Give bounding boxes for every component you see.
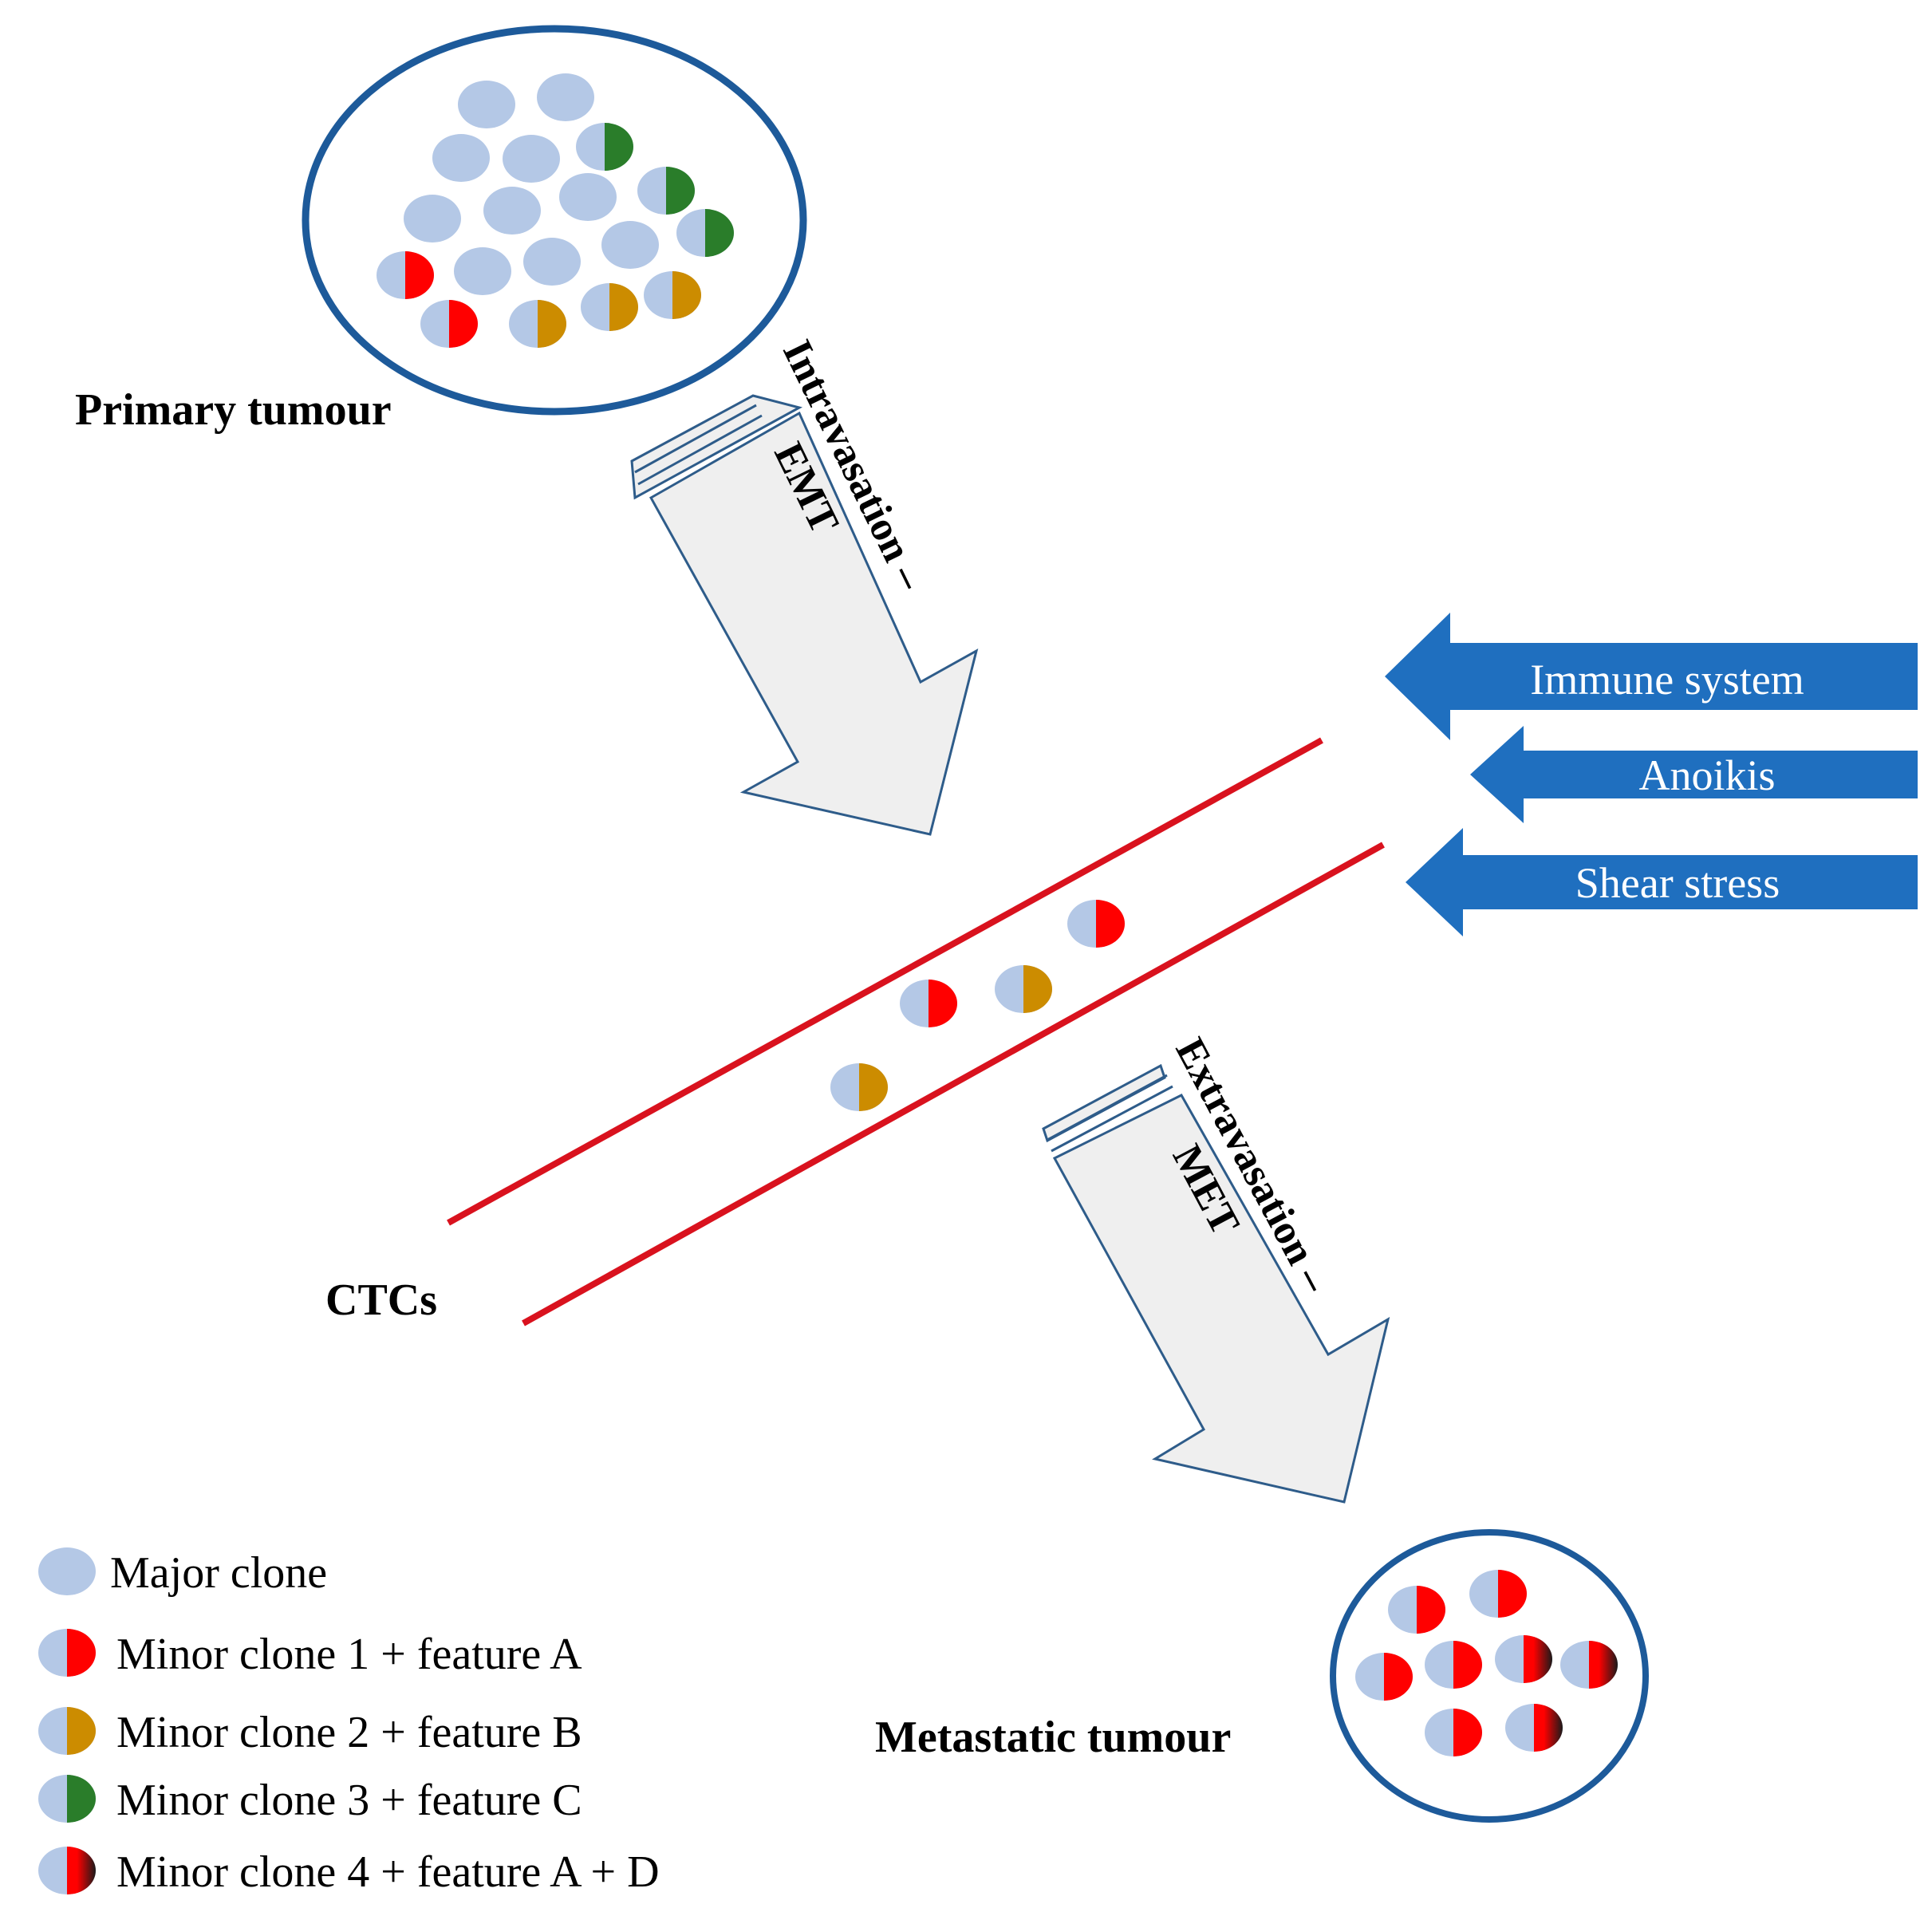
- metastatic-tumour-circle: [1330, 1529, 1649, 1823]
- ctc-cells: [830, 900, 1125, 1111]
- major-clone-cell: [483, 187, 541, 235]
- metastatic-red-cell: [1388, 1586, 1445, 1634]
- metastatic-tumour-cells: [1355, 1570, 1618, 1756]
- pressure-arrow-immune-system: Immune system: [1385, 613, 1918, 740]
- minor-clone-red-cell: [377, 251, 434, 299]
- primary-tumour-cells: [377, 73, 734, 348]
- metastatic-redblack-cell: [1505, 1704, 1563, 1752]
- metastatic-red-cell: [1425, 1641, 1482, 1689]
- ctcs-label: CTCs: [325, 1275, 437, 1325]
- vessel-wall-lower: [522, 842, 1385, 1327]
- minor-clone-red-cell: [420, 300, 478, 348]
- intravasation-arrow: Intravasation – EMT: [630, 333, 979, 836]
- legend-label-major: Major clone: [110, 1548, 327, 1598]
- minor-clone-green-cell: [576, 123, 633, 171]
- ctc-orange-cell: [995, 965, 1052, 1013]
- major-clone-cell: [404, 195, 461, 242]
- minor-clone-orange-cell: [581, 283, 638, 331]
- pressure-label-shear-stress: Shear stress: [1575, 859, 1780, 907]
- major-clone-cell: [559, 173, 617, 221]
- primary-tumour-circle: [302, 25, 807, 416]
- ctc-red-cell: [1067, 900, 1125, 948]
- ctc-red-cell: [900, 980, 957, 1027]
- metastatic-tumour-label: Metastatic tumour: [875, 1713, 1231, 1762]
- legend-swatch-green: [38, 1775, 96, 1823]
- minor-clone-green-cell: [676, 209, 734, 257]
- minor-clone-orange-cell: [509, 300, 566, 348]
- major-clone-cell: [601, 221, 659, 269]
- major-clone-cell: [503, 135, 560, 183]
- legend-swatch-major: [38, 1547, 96, 1595]
- legend-swatch-red: [38, 1629, 96, 1677]
- metastatic-redblack-cell: [1560, 1641, 1618, 1689]
- minor-clone-orange-cell: [644, 271, 701, 319]
- legend-swatch-orange: [38, 1707, 96, 1755]
- metastatic-red-cell: [1425, 1709, 1482, 1756]
- minor-clone-green-cell: [637, 167, 695, 215]
- major-clone-cell: [537, 73, 594, 121]
- metastatic-red-cell: [1355, 1653, 1413, 1701]
- vessel-wall-upper: [447, 737, 1323, 1226]
- legend-swatch-redblack: [38, 1847, 96, 1894]
- major-clone-cell: [458, 81, 515, 128]
- legend-label-redblack: Minor clone 4 + feature A + D: [116, 1847, 660, 1897]
- metastatic-red-cell: [1469, 1570, 1527, 1618]
- legend-label-green: Minor clone 3 + feature C: [116, 1776, 582, 1825]
- pressure-arrow-shear-stress: Shear stress: [1406, 828, 1918, 936]
- pressure-label-immune-system: Immune system: [1530, 656, 1804, 704]
- legend-label-red: Minor clone 1 + feature A: [116, 1630, 582, 1679]
- major-clone-cell: [523, 238, 581, 286]
- legend-label-orange: Minor clone 2 + feature B: [116, 1708, 582, 1757]
- pressure-label-anoikis: Anoikis: [1638, 751, 1775, 799]
- extravasation-arrow: Extravasation – MET: [1042, 1031, 1390, 1504]
- ctc-orange-cell: [830, 1063, 888, 1111]
- primary-tumour-label: Primary tumour: [75, 385, 392, 435]
- major-clone-cell: [432, 134, 490, 182]
- pressure-arrow-anoikis: Anoikis: [1470, 726, 1918, 823]
- major-clone-cell: [454, 247, 511, 295]
- metastatic-redblack-cell: [1495, 1635, 1552, 1683]
